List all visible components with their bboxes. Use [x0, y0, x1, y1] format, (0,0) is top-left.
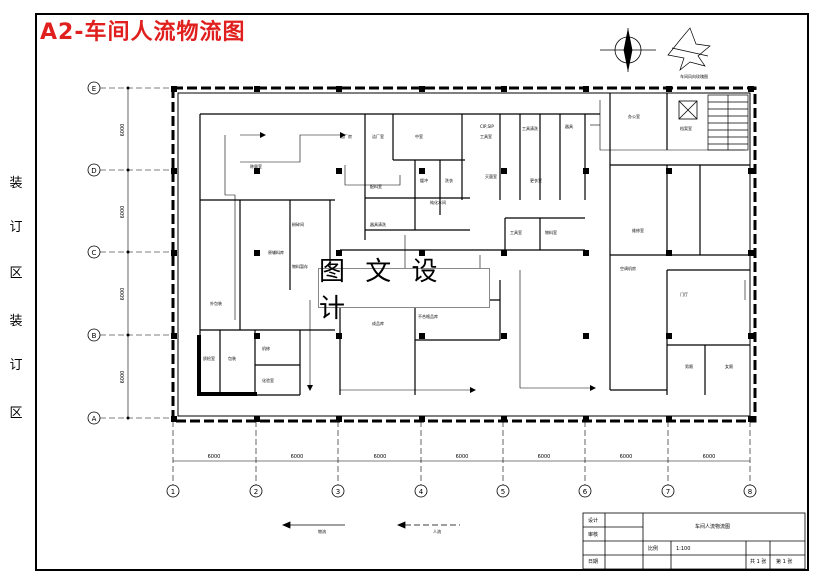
axis-col-4: 4 [419, 488, 424, 496]
axis-col-5: 5 [501, 488, 505, 496]
row-dim-4: 6000 [120, 371, 126, 384]
room-label: 工具室 [510, 229, 522, 235]
tb-sheet-no: 第 1 张 [776, 558, 792, 565]
axis-col-2: 2 [254, 488, 258, 496]
tb-designer: 设计 [588, 517, 598, 524]
room-label: 称量室 [250, 163, 262, 169]
row-axis-lines [100, 87, 173, 419]
binding-char-2: 订 [9, 220, 23, 235]
stairwell [707, 94, 749, 151]
col-dim-3: 6000 [374, 454, 387, 460]
room-label: CIP,SIP [480, 124, 494, 129]
room-label: 办公室 [628, 113, 640, 119]
room-label: 空调机房 [620, 265, 636, 271]
legend-people-flow: 人流 [433, 528, 441, 534]
room-label: 档案室 [680, 125, 692, 131]
room-label: 女厕 [725, 363, 733, 369]
col-dim-6: 6000 [620, 454, 633, 460]
wind-rose-label: 车间风向玫瑰图 [680, 73, 708, 79]
tb-scale-label: 比例 [648, 545, 658, 552]
room-label: 中室 [415, 133, 423, 139]
row-dim-2: 6000 [120, 206, 126, 219]
row-dim-3: 6000 [120, 288, 126, 301]
room-label: 不合格品库 [418, 313, 438, 319]
room-label: 洁厂室 [372, 133, 384, 139]
flow-legend [281, 521, 460, 529]
wind-rose [667, 27, 711, 72]
col-dim-4: 6000 [456, 454, 469, 460]
drawing-frame [35, 13, 809, 571]
room-label: 质检室 [203, 355, 215, 361]
tb-sheet-total: 共 1 张 [750, 558, 766, 565]
axis-row-D: D [91, 167, 96, 175]
binding-char-1: 装 [9, 176, 23, 191]
title-block [582, 512, 806, 570]
room-labels: 洁厂房 洁厂室 中室 CIP,SIP 工具室 工具清洗 器具 称量室 缓冲 洗衣… [203, 113, 733, 383]
axis-col-8: 8 [748, 488, 752, 496]
binding-char-4: 装 [9, 314, 23, 329]
row-dim-1: 6000 [120, 124, 126, 137]
legend-material-flow: 物流 [318, 528, 326, 534]
room-label: 机修 [262, 345, 270, 351]
binding-char-5: 订 [9, 358, 23, 373]
room-label: 洗衣 [445, 177, 453, 183]
col-dim-5: 6000 [538, 454, 551, 460]
watermark: 图 文 设 计 [318, 257, 490, 324]
binding-char-3: 区 [9, 266, 23, 281]
tb-date: 日期 [588, 559, 598, 565]
axis-row-B: B [92, 332, 97, 340]
room-label: 粉碎间 [292, 221, 304, 227]
col-dim-1: 6000 [208, 454, 221, 460]
room-label: 物料室 [545, 229, 557, 235]
elevator-shaft [678, 100, 698, 120]
room-label: 包装 [228, 355, 236, 361]
room-label: 男厕 [685, 363, 693, 369]
tb-drawing-name: 车间人流物流图 [695, 523, 730, 530]
col-dim-7: 6000 [703, 454, 716, 460]
room-label: 成品库 [372, 320, 384, 326]
interior-walls [199, 93, 750, 396]
col-dim-2: 6000 [291, 454, 304, 460]
room-label: 器具 [565, 123, 573, 129]
room-label: 器具清洗 [370, 221, 386, 227]
room-label: 配料室 [370, 183, 382, 189]
room-label: 原辅料库 [268, 249, 284, 255]
column-axis-lines [172, 421, 751, 485]
structural-columns [171, 86, 754, 422]
room-label: 化验室 [262, 377, 274, 383]
axis-col-6: 6 [583, 488, 588, 496]
flow-lines [224, 100, 746, 391]
flow-arrows [260, 132, 596, 393]
room-label: 缓冲 [420, 177, 428, 183]
room-label: 洁厂房 [340, 133, 352, 139]
room-label: 纯化水间 [430, 199, 446, 205]
room-label: 门厅 [680, 291, 688, 297]
tb-checker: 审核 [588, 531, 598, 538]
north-compass [600, 28, 656, 72]
building-outline [171, 86, 757, 423]
room-label: 更衣室 [530, 177, 542, 183]
room-label: 维修室 [632, 227, 644, 233]
axis-row-E: E [92, 85, 96, 93]
room-label: 灭菌室 [485, 173, 497, 179]
room-label: 物料暂存 [292, 263, 308, 269]
axis-col-7: 7 [666, 488, 670, 496]
room-label: 外包装 [210, 300, 222, 306]
binding-char-6: 区 [9, 406, 23, 421]
axis-row-C: C [92, 249, 97, 257]
axis-col-3: 3 [336, 488, 340, 496]
axis-row-A: A [92, 415, 97, 423]
drawing-title: A2-车间人流物流图 [40, 20, 246, 45]
room-label: 工具清洗 [522, 125, 538, 131]
room-label: 工具室 [480, 133, 492, 139]
axis-col-1: 1 [171, 488, 175, 496]
tb-scale: 1:100 [676, 546, 690, 552]
